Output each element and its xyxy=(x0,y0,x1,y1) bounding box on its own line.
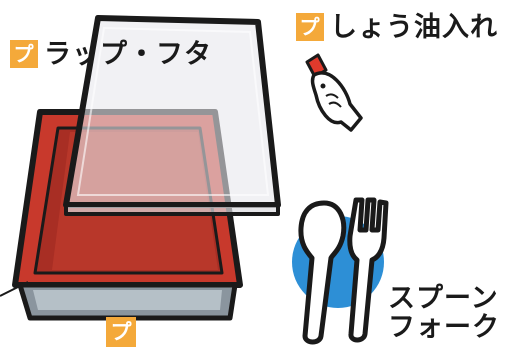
cutlery-label: スプーン フォーク xyxy=(388,284,500,342)
tray-badge: プ xyxy=(106,317,136,347)
label-badge: プ xyxy=(296,13,324,41)
label-badge: プ xyxy=(10,40,38,68)
fork-text: フォーク xyxy=(388,313,500,342)
soy-sauce-label: プ しょう油入れ xyxy=(296,13,498,41)
soy-fish-icon xyxy=(307,55,361,130)
soy-sauce-text: しょう油入れ xyxy=(330,14,498,41)
spoon-text: スプーン xyxy=(388,284,500,313)
wrap-lid-label: プ ラップ・フタ xyxy=(10,40,212,68)
wrap-lid-text: ラップ・フタ xyxy=(44,41,212,68)
